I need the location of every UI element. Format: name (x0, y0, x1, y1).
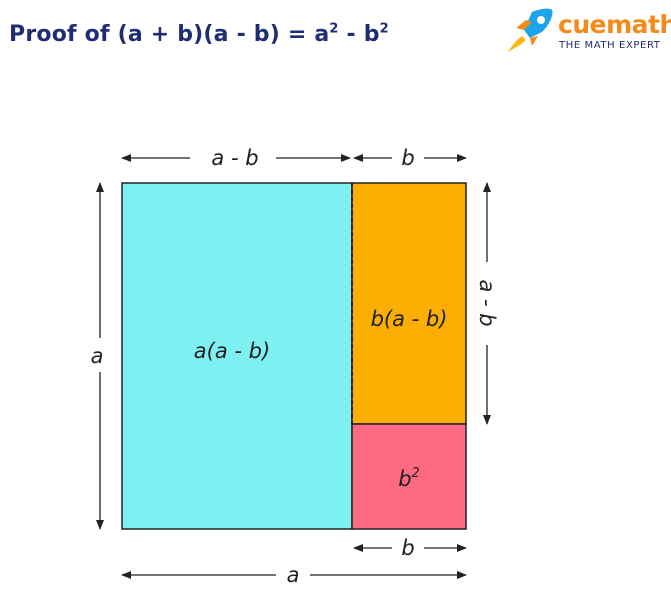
title-superscript-1: 2 (329, 21, 339, 37)
region-large (121, 182, 353, 530)
title-superscript-2: 2 (379, 21, 389, 37)
label-top-right-width: b (401, 146, 414, 170)
region-right-top (351, 182, 467, 425)
label-square: b2 (398, 466, 420, 491)
label-right-height: a - b (475, 279, 499, 326)
rocket-icon (508, 8, 553, 52)
label-bottom-full-width: a (287, 563, 300, 587)
label-left-height: a (91, 344, 104, 368)
logo-brand: cuemath (558, 10, 671, 39)
label-top-left-width: a - b (211, 146, 258, 170)
page-title: Proof of (a + b)(a - b) = a2 - b2 (9, 21, 389, 47)
label-large: a(a - b) (194, 339, 270, 363)
label-bottom-small-width: b (401, 536, 414, 560)
cuemath-logo: cuemath THE MATH EXPERT (502, 6, 671, 56)
region-square (351, 423, 467, 530)
label-right-top: b(a - b) (371, 307, 448, 331)
logo-tagline: THE MATH EXPERT (559, 40, 661, 51)
